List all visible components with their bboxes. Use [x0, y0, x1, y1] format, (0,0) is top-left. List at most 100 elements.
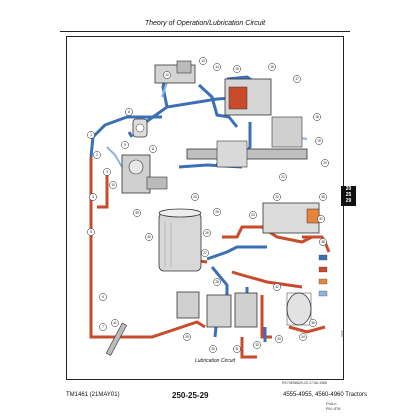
callout-label: 13 [201, 59, 205, 63]
callout-circle [133, 209, 141, 217]
callout-label: 21 [281, 175, 285, 179]
top-valve [154, 60, 196, 84]
callout-label: 34 [301, 335, 305, 339]
legend-swatch-red [318, 266, 328, 273]
callout-circle [213, 63, 221, 71]
callout-bubble: 42 [273, 283, 281, 291]
callout-bubble: 22 [273, 193, 281, 201]
callout-bubble: 38 [319, 238, 327, 246]
callout-label: 39 [135, 211, 139, 215]
callout-bubble: 17 [293, 75, 301, 83]
callout-label: 10 [111, 183, 115, 187]
callout-circle [203, 229, 211, 237]
callout-bubble: 33 [275, 335, 283, 343]
callout-bubble: 41 [111, 319, 119, 327]
callout-bubble: 5 [87, 228, 95, 236]
callout-bubble: 37 [317, 215, 325, 223]
reservoir [158, 208, 202, 272]
callout-bubble: 9 [121, 141, 129, 149]
callout-label: 11 [151, 147, 155, 151]
callout-bubble: 15 [233, 65, 241, 73]
callout-circle [273, 283, 281, 291]
manual-number: TM1461 (21MAY01) [66, 392, 120, 398]
callout-label: 29 [185, 335, 189, 339]
rear-gear-case [262, 202, 320, 234]
callout-label: 38 [321, 240, 325, 244]
callout-circle [233, 345, 241, 353]
callout-label: 6 [102, 295, 104, 299]
callout-bubble: 11 [149, 145, 157, 153]
callout-circle [111, 319, 119, 327]
section-tab-line1: 20 [345, 186, 352, 192]
figure-code: RX74E56629-20-17JUL1986 [282, 381, 327, 385]
callout-label: 5 [90, 230, 92, 234]
callout-circle [87, 228, 95, 236]
callout-circle [199, 57, 207, 65]
callout-label: 2 [96, 153, 98, 157]
callout-bubble: 6 [99, 293, 107, 301]
callout-label: 28 [215, 280, 219, 284]
pto-shaft [186, 116, 308, 168]
callout-bubble: 28 [213, 278, 221, 286]
callout-label: 24 [193, 195, 197, 199]
callout-circle [279, 173, 287, 181]
callout-label: 17 [295, 77, 299, 81]
footer-sub1: Pn/Ln [326, 401, 337, 406]
callout-label: 14 [215, 65, 219, 69]
callout-label: 23 [251, 213, 255, 217]
callout-bubble: 35 [309, 319, 317, 327]
section-tab-line3: 29 [345, 198, 352, 204]
callout-circle [321, 159, 329, 167]
callout-label: 41 [113, 321, 117, 325]
callout-bubble: 25 [213, 208, 221, 216]
callout-circle [145, 233, 153, 241]
callout-circle [89, 193, 97, 201]
callout-label: 9 [124, 143, 126, 147]
callout-label: 26 [205, 231, 209, 235]
callout-bubble: 4 [89, 193, 97, 201]
callout-bubble: 26 [203, 229, 211, 237]
callout-circle [99, 323, 107, 331]
callout-circle [213, 278, 221, 286]
footer-sub2: RV=376 [326, 406, 341, 411]
callout-bubble: 31 [233, 345, 241, 353]
legend-swatch-light-blue [318, 290, 328, 297]
callout-bubble: 30 [209, 345, 217, 353]
callout-label: 7 [102, 325, 104, 329]
callout-bubble: 3 [103, 168, 111, 176]
callout-circle [249, 211, 257, 219]
color-legend [318, 254, 328, 297]
callout-label: 32 [255, 343, 259, 347]
callout-bubble: 12 [163, 71, 171, 79]
callout-label: 8 [128, 110, 130, 114]
callout-label: 40 [147, 235, 151, 239]
callout-circle [319, 193, 327, 201]
callout-bubble: 29 [183, 333, 191, 341]
callout-label: 15 [235, 67, 239, 71]
callout-label: 22 [275, 195, 279, 199]
callout-label: 37 [319, 217, 323, 221]
callout-label: 16 [270, 65, 274, 69]
control-valves [176, 291, 258, 328]
callout-circle [201, 249, 209, 257]
callout-bubble: 39 [133, 209, 141, 217]
callout-circle [209, 345, 217, 353]
section-tab: 20 25 29 [341, 186, 356, 206]
filter [132, 118, 148, 138]
callout-label: 27 [203, 251, 207, 255]
section-tab-line2: 25 [345, 192, 352, 198]
callout-circle [315, 137, 323, 145]
legend-swatch-blue [318, 254, 328, 261]
callout-circle [87, 131, 95, 139]
callout-circle [319, 238, 327, 246]
callout-circle [299, 333, 307, 341]
callout-label: 36 [321, 195, 325, 199]
callout-label: 31 [235, 347, 239, 351]
callout-label: 25 [215, 210, 219, 214]
callout-circle [313, 113, 321, 121]
callout-circle [93, 151, 101, 159]
callout-circle [273, 193, 281, 201]
callout-label: 18 [315, 115, 319, 119]
callout-circle [317, 215, 325, 223]
